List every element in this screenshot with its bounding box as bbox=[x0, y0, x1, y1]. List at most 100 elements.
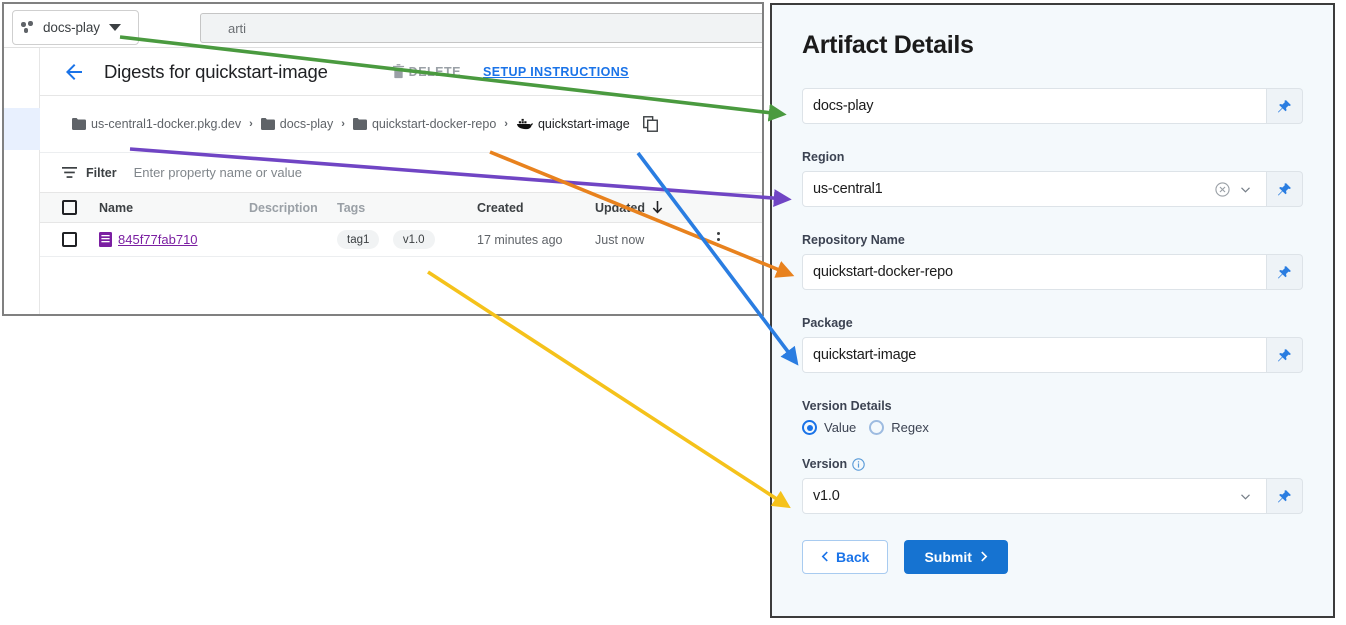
digest-link[interactable]: 845f77fab710 bbox=[99, 232, 249, 247]
digest-link-label: 845f77fab710 bbox=[118, 232, 198, 247]
row-updated-cell: Just now bbox=[595, 232, 645, 247]
row-tags-cell: tag1 v1.0 bbox=[337, 230, 477, 250]
page-header: Digests for quickstart-image DELETE SETU… bbox=[40, 48, 762, 96]
select-all-checkbox[interactable] bbox=[62, 200, 77, 215]
breadcrumb-separator: › bbox=[341, 118, 345, 130]
breadcrumb-separator: › bbox=[249, 118, 253, 130]
column-header-created[interactable]: Created bbox=[477, 200, 524, 215]
copy-icon[interactable] bbox=[642, 116, 658, 132]
digests-table: Name Description Tags Created Updated bbox=[40, 192, 762, 257]
sort-descending-arrow-icon bbox=[652, 200, 663, 215]
panel-title: Artifact Details bbox=[802, 31, 974, 59]
repository-field-label: Repository Name bbox=[802, 233, 905, 247]
breadcrumb-item-repository[interactable]: quickstart-docker-repo bbox=[352, 117, 497, 131]
project-input-value: docs-play bbox=[813, 98, 874, 114]
project-selector[interactable]: docs-play bbox=[12, 10, 139, 45]
column-header-updated-label: Updated bbox=[595, 200, 645, 215]
column-header-name[interactable]: Name bbox=[99, 200, 134, 215]
browser-top-bar: docs-play arti bbox=[4, 4, 762, 48]
filter-input-placeholder[interactable]: Enter property name or value bbox=[133, 165, 302, 180]
chevron-down-icon bbox=[108, 24, 121, 31]
info-circle-icon[interactable] bbox=[852, 457, 865, 471]
filter-icon bbox=[62, 166, 77, 179]
submit-button[interactable]: Submit bbox=[904, 540, 1008, 574]
region-input[interactable]: us-central1 bbox=[802, 171, 1267, 207]
clear-circle-icon[interactable] bbox=[1215, 181, 1230, 197]
project-selector-label: docs-play bbox=[43, 20, 100, 35]
breadcrumb-item-registry[interactable]: us-central1-docker.pkg.dev bbox=[72, 117, 241, 131]
region-input-value: us-central1 bbox=[813, 181, 883, 197]
row-created-cell: 17 minutes ago bbox=[477, 232, 563, 247]
pin-icon bbox=[1277, 348, 1292, 363]
radio-option-regex[interactable]: Regex bbox=[869, 420, 929, 435]
header-actions: DELETE SETUP INSTRUCTIONS bbox=[392, 64, 629, 79]
chevron-down-icon[interactable] bbox=[1239, 490, 1252, 503]
row-name-cell[interactable]: 845f77fab710 bbox=[99, 232, 249, 247]
pin-icon bbox=[1277, 99, 1292, 114]
pin-repository-button[interactable] bbox=[1267, 254, 1303, 290]
column-header-updated[interactable]: Updated bbox=[595, 200, 687, 215]
repository-field[interactable]: quickstart-docker-repo bbox=[802, 254, 1303, 290]
folder-icon bbox=[352, 118, 367, 130]
project-input[interactable]: docs-play bbox=[802, 88, 1267, 124]
chevron-right-icon bbox=[980, 549, 988, 565]
back-arrow-icon[interactable] bbox=[62, 60, 86, 84]
breadcrumb-separator: › bbox=[504, 118, 508, 130]
gcp-console-window: docs-play arti Digests for quickstart-im… bbox=[2, 2, 764, 316]
package-field[interactable]: quickstart-image bbox=[802, 337, 1303, 373]
row-checkbox[interactable] bbox=[62, 232, 77, 247]
version-field[interactable]: v1.0 bbox=[802, 478, 1303, 514]
artifact-details-panel: Artifact Details docs-play Region us-cen… bbox=[770, 3, 1335, 618]
breadcrumb-item-project[interactable]: docs-play bbox=[260, 117, 333, 131]
setup-instructions-link[interactable]: SETUP INSTRUCTIONS bbox=[482, 64, 629, 79]
chevron-down-icon[interactable] bbox=[1239, 183, 1252, 196]
breadcrumb: us-central1-docker.pkg.dev › docs-play ›… bbox=[40, 96, 762, 152]
project-field[interactable]: docs-play bbox=[802, 88, 1303, 124]
version-field-label: Version bbox=[802, 457, 1303, 471]
delete-button-label: DELETE bbox=[408, 64, 461, 79]
trash-icon bbox=[392, 64, 405, 79]
kebab-menu-icon[interactable] bbox=[717, 231, 721, 248]
radio-selected-icon bbox=[802, 420, 817, 435]
tag-chip[interactable]: tag1 bbox=[337, 230, 380, 250]
pin-icon bbox=[1277, 265, 1292, 280]
left-nav-rail bbox=[4, 48, 40, 314]
package-input-value: quickstart-image bbox=[813, 347, 917, 363]
breadcrumb-item-package[interactable]: quickstart-image bbox=[516, 117, 630, 131]
pin-version-button[interactable] bbox=[1267, 478, 1303, 514]
delete-button[interactable]: DELETE bbox=[392, 64, 461, 79]
column-header-tags[interactable]: Tags bbox=[337, 200, 366, 215]
radio-unselected-icon bbox=[869, 420, 885, 435]
pin-region-button[interactable] bbox=[1267, 171, 1303, 207]
region-field[interactable]: us-central1 bbox=[802, 171, 1303, 207]
search-input[interactable]: arti bbox=[200, 13, 762, 43]
chevron-left-icon bbox=[821, 549, 829, 565]
pin-icon bbox=[1277, 182, 1292, 197]
back-button-label: Back bbox=[836, 549, 870, 565]
column-header-description[interactable]: Description bbox=[249, 200, 318, 215]
filter-bar[interactable]: Filter Enter property name or value bbox=[40, 152, 762, 192]
package-input[interactable]: quickstart-image bbox=[802, 337, 1267, 373]
table-row[interactable]: 845f77fab710 tag1 v1.0 17 minutes ago Ju… bbox=[40, 223, 762, 257]
pin-icon bbox=[1277, 489, 1292, 504]
version-input-value: v1.0 bbox=[813, 488, 840, 504]
breadcrumb-label: us-central1-docker.pkg.dev bbox=[91, 117, 242, 131]
panel-buttons: Back Submit bbox=[802, 540, 1303, 574]
breadcrumb-label: quickstart-docker-repo bbox=[371, 117, 497, 131]
tag-chip[interactable]: v1.0 bbox=[392, 230, 435, 250]
radio-label: Regex bbox=[891, 420, 929, 435]
version-input[interactable]: v1.0 bbox=[802, 478, 1267, 514]
version-field-label-text: Version bbox=[802, 457, 848, 471]
back-button[interactable]: Back bbox=[802, 540, 889, 574]
radio-option-value[interactable]: Value bbox=[802, 420, 856, 435]
pin-project-button[interactable] bbox=[1267, 88, 1303, 124]
version-details-label: Version Details bbox=[802, 399, 892, 413]
filter-label: Filter bbox=[86, 165, 117, 180]
rail-selected-item[interactable] bbox=[4, 108, 40, 150]
pin-package-button[interactable] bbox=[1267, 337, 1303, 373]
region-field-label: Region bbox=[802, 150, 845, 164]
repository-input[interactable]: quickstart-docker-repo bbox=[802, 254, 1267, 290]
digest-document-icon bbox=[99, 232, 112, 247]
folder-icon bbox=[72, 118, 86, 130]
